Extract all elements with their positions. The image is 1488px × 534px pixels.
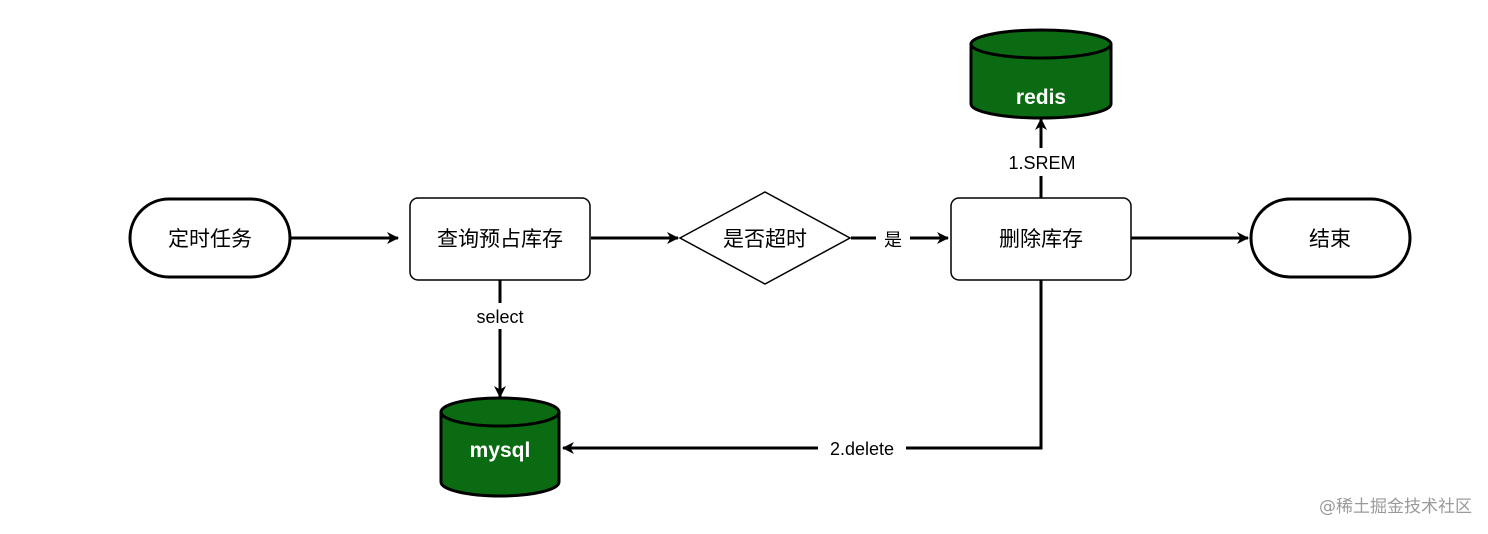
edge-label-yes: 是 [884, 230, 902, 250]
edge-label-srem: 1.SREM [1008, 153, 1075, 173]
edge-label-delete: 2.delete [830, 439, 894, 459]
watermark-text: @稀土掘金技术社区 [1319, 497, 1472, 517]
start-node-label: 定时任务 [168, 227, 252, 251]
query-node: 查询预占库存 [409, 197, 591, 281]
decision-node: 是否超时 [678, 191, 852, 285]
mysql-database-icon: mysql [439, 396, 561, 498]
delete-stock-node: 删除库存 [950, 197, 1132, 281]
edge-delete-to-mysql [562, 280, 1043, 454]
redis-database-icon: redis [969, 28, 1113, 120]
end-node: 结束 [1249, 197, 1412, 279]
edge-labels: 是 select 1.SREM 2.delete [466, 148, 1084, 462]
start-node: 定时任务 [128, 197, 292, 279]
decision-node-label: 是否超时 [723, 227, 807, 251]
delete-stock-node-label: 删除库存 [999, 227, 1083, 251]
redis-database-label: redis [1016, 86, 1066, 109]
query-node-label: 查询预占库存 [437, 227, 563, 251]
edges [291, 118, 1249, 454]
end-node-label: 结束 [1309, 227, 1351, 251]
edge-label-select: select [476, 307, 523, 327]
mysql-database-label: mysql [470, 439, 531, 462]
